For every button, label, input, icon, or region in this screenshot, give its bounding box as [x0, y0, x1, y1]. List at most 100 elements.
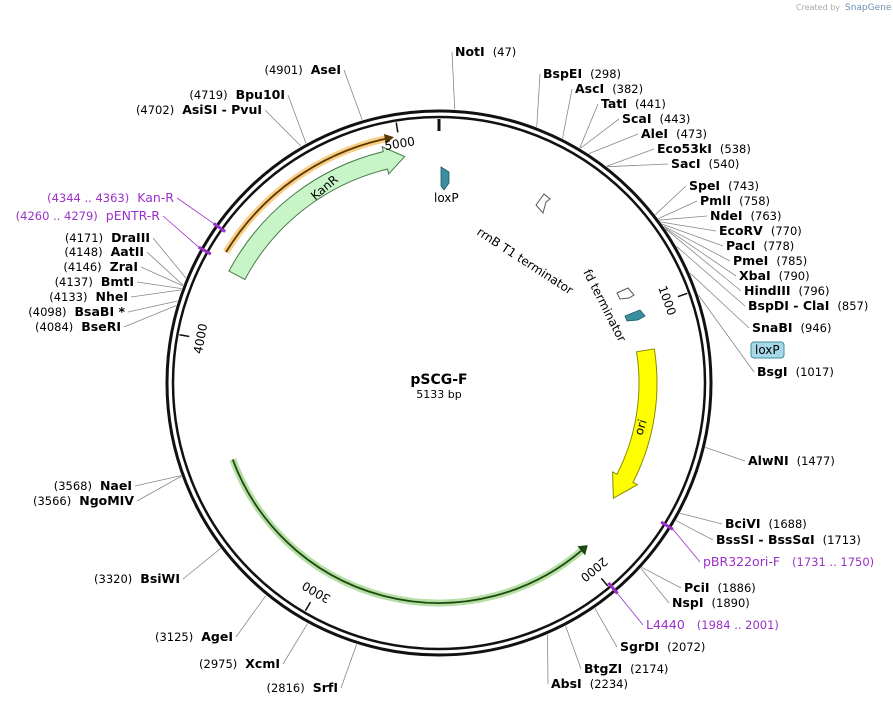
restriction-site[interactable]: BsgI(1017) — [757, 364, 834, 379]
restriction-site[interactable]: SnaBI(946) — [752, 320, 831, 335]
restriction-site[interactable]: PmeI(785) — [733, 253, 807, 268]
site-leader-line — [658, 200, 698, 220]
green-arc-arrowhead — [577, 545, 588, 556]
site-leader-line — [607, 163, 669, 168]
tick-label: 2000 — [578, 554, 610, 584]
site-label: AbsI(2234) — [551, 676, 628, 691]
restriction-site[interactable]: (4148)AatII — [64, 244, 144, 259]
primer-leader-line — [162, 215, 199, 248]
restriction-site[interactable]: AlwNI(1477) — [748, 453, 835, 468]
restriction-site[interactable]: PmlI(758) — [700, 193, 770, 208]
restriction-site[interactable]: NdeI(763) — [710, 208, 781, 223]
snapgene-credit: Created by SnapGene — [796, 3, 892, 13]
restriction-site[interactable]: BtgZI(2174) — [584, 661, 668, 676]
site-leader-line — [580, 118, 620, 149]
site-label: (3566)NgoMIV — [33, 493, 134, 508]
restriction-site[interactable]: HindIII(796) — [744, 283, 829, 298]
restriction-site[interactable]: (3566)NgoMIV — [33, 493, 134, 508]
site-label: (4702)AsiSI - PvuI — [136, 102, 262, 117]
primer-label[interactable]: L4440(1984 .. 2001) — [646, 617, 779, 632]
restriction-site[interactable]: SpeI(743) — [689, 178, 759, 193]
primer-label[interactable]: pBR322ori-F(1731 .. 1750) — [703, 554, 874, 569]
site-label: SnaBI(946) — [752, 320, 831, 335]
restriction-sites: NotI(47) BspEI(298)AscI(382)TatI(441)ScaI… — [28, 44, 868, 695]
loxp-marker-top[interactable] — [440, 166, 450, 191]
site-label: (4137)BmtI — [55, 274, 134, 289]
rrnb-terminator-marker[interactable] — [535, 193, 551, 215]
restriction-site[interactable]: BspEI(298) — [543, 66, 621, 81]
restriction-site[interactable]: (3568)NaeI — [54, 478, 132, 493]
orange-arc-arrowhead — [383, 134, 394, 144]
site-label: ScaI(443) — [622, 111, 690, 126]
site-leader-line — [664, 227, 737, 277]
site-leader-line — [182, 548, 221, 580]
site-label: AleI(473) — [641, 126, 707, 141]
restriction-site[interactable]: BssSI - BssSαI(1713) — [716, 532, 861, 547]
primer-mark — [660, 520, 674, 531]
primer-leader-line — [672, 529, 701, 563]
site-leader-line — [689, 272, 750, 329]
site-leader-line — [134, 475, 182, 487]
site-label: BspDI - ClaI(857) — [748, 298, 868, 313]
restriction-site[interactable]: SacI(540) — [671, 156, 739, 171]
site-leader-line — [343, 69, 363, 121]
restriction-site[interactable]: (2816)SrfI — [266, 680, 338, 695]
restriction-site[interactable]: (4098)BsaBI * — [28, 304, 125, 319]
loxp-marker-right[interactable] — [624, 309, 646, 322]
restriction-site[interactable]: (4719)Bpu10I — [189, 87, 285, 102]
site-leader-line — [451, 51, 456, 110]
restriction-site[interactable]: SgrDI(2072) — [620, 639, 705, 654]
site-leader-line — [640, 568, 670, 604]
restriction-site[interactable]: NspI(1890) — [672, 595, 750, 610]
site-leader-line — [676, 246, 746, 307]
restriction-site[interactable]: (4702)AsiSI - PvuI — [136, 102, 262, 117]
restriction-site[interactable]: (3125)AgeI — [155, 629, 233, 644]
restriction-site[interactable]: NotI(47) — [455, 44, 516, 59]
primer-label[interactable]: (4260 .. 4279)pENTR-R — [16, 208, 161, 223]
fd-terminator-marker[interactable] — [616, 287, 635, 300]
site-leader-line — [679, 512, 723, 525]
primer-mark — [212, 222, 227, 233]
restriction-site[interactable]: PciI(1886) — [684, 580, 756, 595]
site-leader-line — [146, 251, 184, 286]
loxp-label-top: loxP — [434, 191, 459, 205]
restriction-site[interactable]: AleI(473) — [641, 126, 707, 141]
site-label: (4901)AseI — [265, 62, 342, 77]
restriction-site[interactable]: EcoRV(770) — [719, 223, 802, 238]
restriction-site[interactable]: (4133)NheI — [49, 289, 128, 304]
site-label: (4098)BsaBI * — [28, 304, 125, 319]
site-leader-line — [136, 281, 182, 290]
restriction-site[interactable]: TatI(441) — [601, 96, 666, 111]
site-label: AscI(382) — [575, 81, 643, 96]
restriction-site[interactable]: (3320)BsiWI — [94, 571, 180, 586]
site-label: (4084)BseRI — [35, 319, 121, 334]
restriction-site[interactable]: AscI(382) — [575, 81, 643, 96]
primer-label-text: (4344 .. 4363)Kan-R — [47, 190, 174, 205]
restriction-site[interactable]: (4171)DraIII — [65, 230, 150, 245]
site-leader-line — [264, 109, 302, 147]
loxp-boxed-label[interactable]: loxP — [755, 343, 780, 357]
site-leader-line — [127, 300, 178, 313]
restriction-site[interactable]: ScaI(443) — [622, 111, 690, 126]
restriction-site[interactable]: AbsI(2234) — [551, 676, 628, 691]
site-label: (4133)NheI — [49, 289, 128, 304]
restriction-site[interactable]: (4146)ZraI — [63, 259, 138, 274]
restriction-site[interactable]: (4137)BmtI — [55, 274, 134, 289]
kanr-feature-arrow[interactable] — [228, 145, 406, 281]
restriction-site[interactable]: BspDI - ClaI(857) — [748, 298, 868, 313]
primer-marks: (4344 .. 4363)Kan-R (4260 .. 4279)pENTR-R… — [16, 190, 875, 632]
tick-mark — [304, 601, 312, 612]
primer-label[interactable]: (4344 .. 4363)Kan-R — [47, 190, 174, 205]
restriction-site[interactable]: Eco53kI(538) — [657, 141, 751, 156]
restriction-site[interactable]: (4084)BseRI — [35, 319, 121, 334]
tick-label: 4000 — [191, 322, 210, 355]
restriction-site[interactable]: (4901)AseI — [265, 62, 342, 77]
credit-created-by: Created by — [796, 3, 840, 12]
restriction-site[interactable]: PacI(778) — [726, 238, 794, 253]
restriction-site[interactable]: BciVI(1688) — [725, 516, 807, 531]
site-leader-line — [136, 475, 182, 502]
restriction-site[interactable]: XbaI(790) — [739, 268, 810, 283]
ori-feature-arrow[interactable] — [612, 348, 658, 500]
restriction-site[interactable]: (2975)XcmI — [199, 656, 280, 671]
site-label: (2975)XcmI — [199, 656, 280, 671]
